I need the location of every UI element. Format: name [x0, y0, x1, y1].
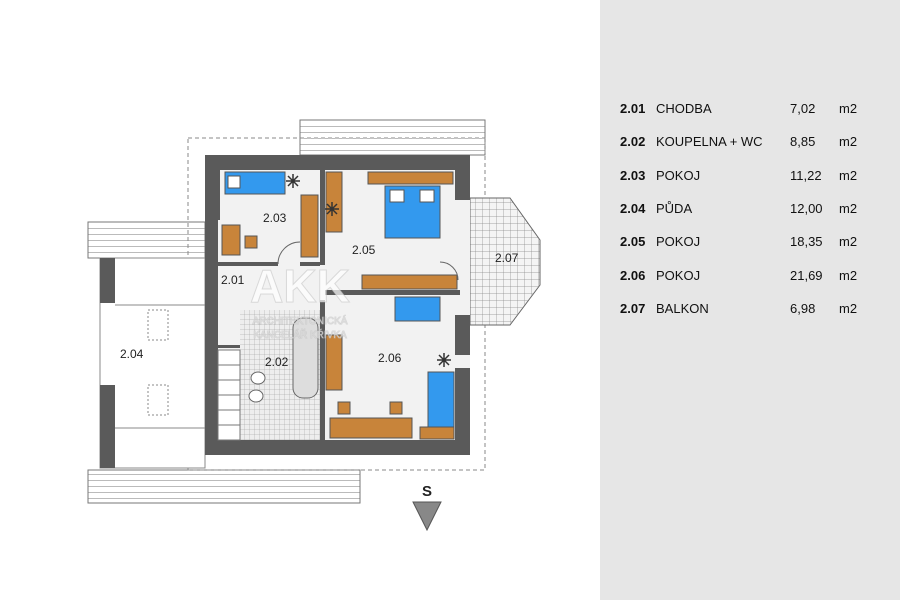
watermark-line1: ARCHITEKTONICKÁ — [253, 314, 348, 327]
room-label-2-02: 2.02 — [265, 355, 289, 369]
room-name: BALKON — [656, 301, 709, 316]
desk — [329, 417, 413, 439]
walls — [205, 155, 470, 455]
room-unit: m2 — [839, 201, 858, 216]
wardrobe — [325, 171, 343, 233]
room-area: 18,35 — [790, 234, 823, 249]
compass-arrow-icon — [412, 501, 442, 532]
room-number: 2.03 — [620, 168, 646, 183]
bed — [394, 296, 441, 322]
room-name: CHODBA — [656, 101, 712, 116]
watermark-logo: AKK ARCHITEKTONICKÁ KANCELÁŘ KŘIVKA — [250, 260, 351, 342]
room-name: POKOJ — [656, 268, 701, 283]
legend-row: 2.04 PŮDA 12,00 m2 — [620, 201, 860, 221]
cabinet — [419, 426, 455, 440]
legend-row: 2.05 POKOJ 18,35 m2 — [620, 234, 860, 254]
room-unit: m2 — [839, 234, 858, 249]
plant-icon — [437, 353, 451, 367]
room-label-2-06: 2.06 — [378, 351, 402, 365]
legend-row: 2.02 KOUPELNA + WC 8,85 m2 — [620, 134, 860, 154]
bathtub — [292, 317, 319, 399]
room-unit: m2 — [839, 268, 858, 283]
chair — [337, 401, 351, 415]
wardrobe — [325, 334, 343, 391]
room-legend: 2.01 CHODBA 7,02 m2 2.02 KOUPELNA + WC 8,85 m2… — [600, 0, 900, 600]
chair — [244, 235, 258, 249]
wardrobe — [361, 274, 458, 290]
watermark-line2: KANCELÁŘ KŘIVKA — [253, 328, 347, 341]
toilet — [248, 389, 264, 403]
watermark-logo-text: AKK — [250, 260, 350, 312]
room-unit: m2 — [839, 134, 858, 149]
cabinet — [367, 171, 454, 185]
room-name: PŮDA — [656, 201, 693, 216]
attic-2-04 — [99, 257, 206, 469]
room-number: 2.07 — [620, 301, 646, 316]
compass-label: S — [422, 483, 432, 500]
room-area: 8,85 — [790, 134, 816, 149]
room-area: 12,00 — [790, 201, 823, 216]
room-area: 11,22 — [790, 168, 822, 183]
room-unit: m2 — [839, 101, 858, 116]
room-number: 2.05 — [620, 234, 646, 249]
desk — [221, 224, 241, 256]
door-swing — [277, 241, 301, 265]
wardrobe — [300, 194, 319, 258]
room-label-2-01: 2.01 — [221, 273, 245, 287]
bed — [427, 371, 455, 428]
door-swing — [439, 261, 459, 281]
room-label-2-05: 2.05 — [352, 243, 376, 257]
room-name: KOUPELNA + WC — [656, 134, 763, 149]
room-label-2-04: 2.04 — [120, 347, 144, 361]
room-label-2-07: 2.07 — [495, 251, 519, 265]
room-area: 7,02 — [790, 101, 816, 116]
chair — [389, 401, 403, 415]
room-area: 21,69 — [790, 268, 823, 283]
room-unit: m2 — [839, 168, 858, 183]
room-name: POKOJ — [656, 234, 701, 249]
washbasin — [250, 371, 266, 385]
legend-row: 2.03 POKOJ 11,22 m2 — [620, 168, 860, 188]
plant-icon — [325, 202, 339, 216]
room-unit: m2 — [839, 301, 858, 316]
floor-plan: 2.01 2.02 2.03 2.04 2.05 2.06 2.07 AKK A… — [87, 119, 541, 532]
room-number: 2.02 — [620, 134, 646, 149]
legend-row: 2.07 BALKON 6,98 m2 — [620, 301, 860, 321]
plant-icon — [286, 174, 300, 188]
room-area: 6,98 — [790, 301, 816, 316]
roof-bottom — [87, 469, 361, 504]
legend-row: 2.01 CHODBA 7,02 m2 — [620, 101, 860, 121]
stairs — [217, 349, 241, 441]
room-number: 2.06 — [620, 268, 646, 283]
room-number: 2.01 — [620, 101, 646, 116]
legend-row: 2.06 POKOJ 21,69 m2 — [620, 268, 860, 288]
roof-left — [87, 221, 206, 259]
room-label-2-03: 2.03 — [263, 211, 287, 225]
room-name: POKOJ — [656, 168, 701, 183]
room-number: 2.04 — [620, 201, 646, 216]
